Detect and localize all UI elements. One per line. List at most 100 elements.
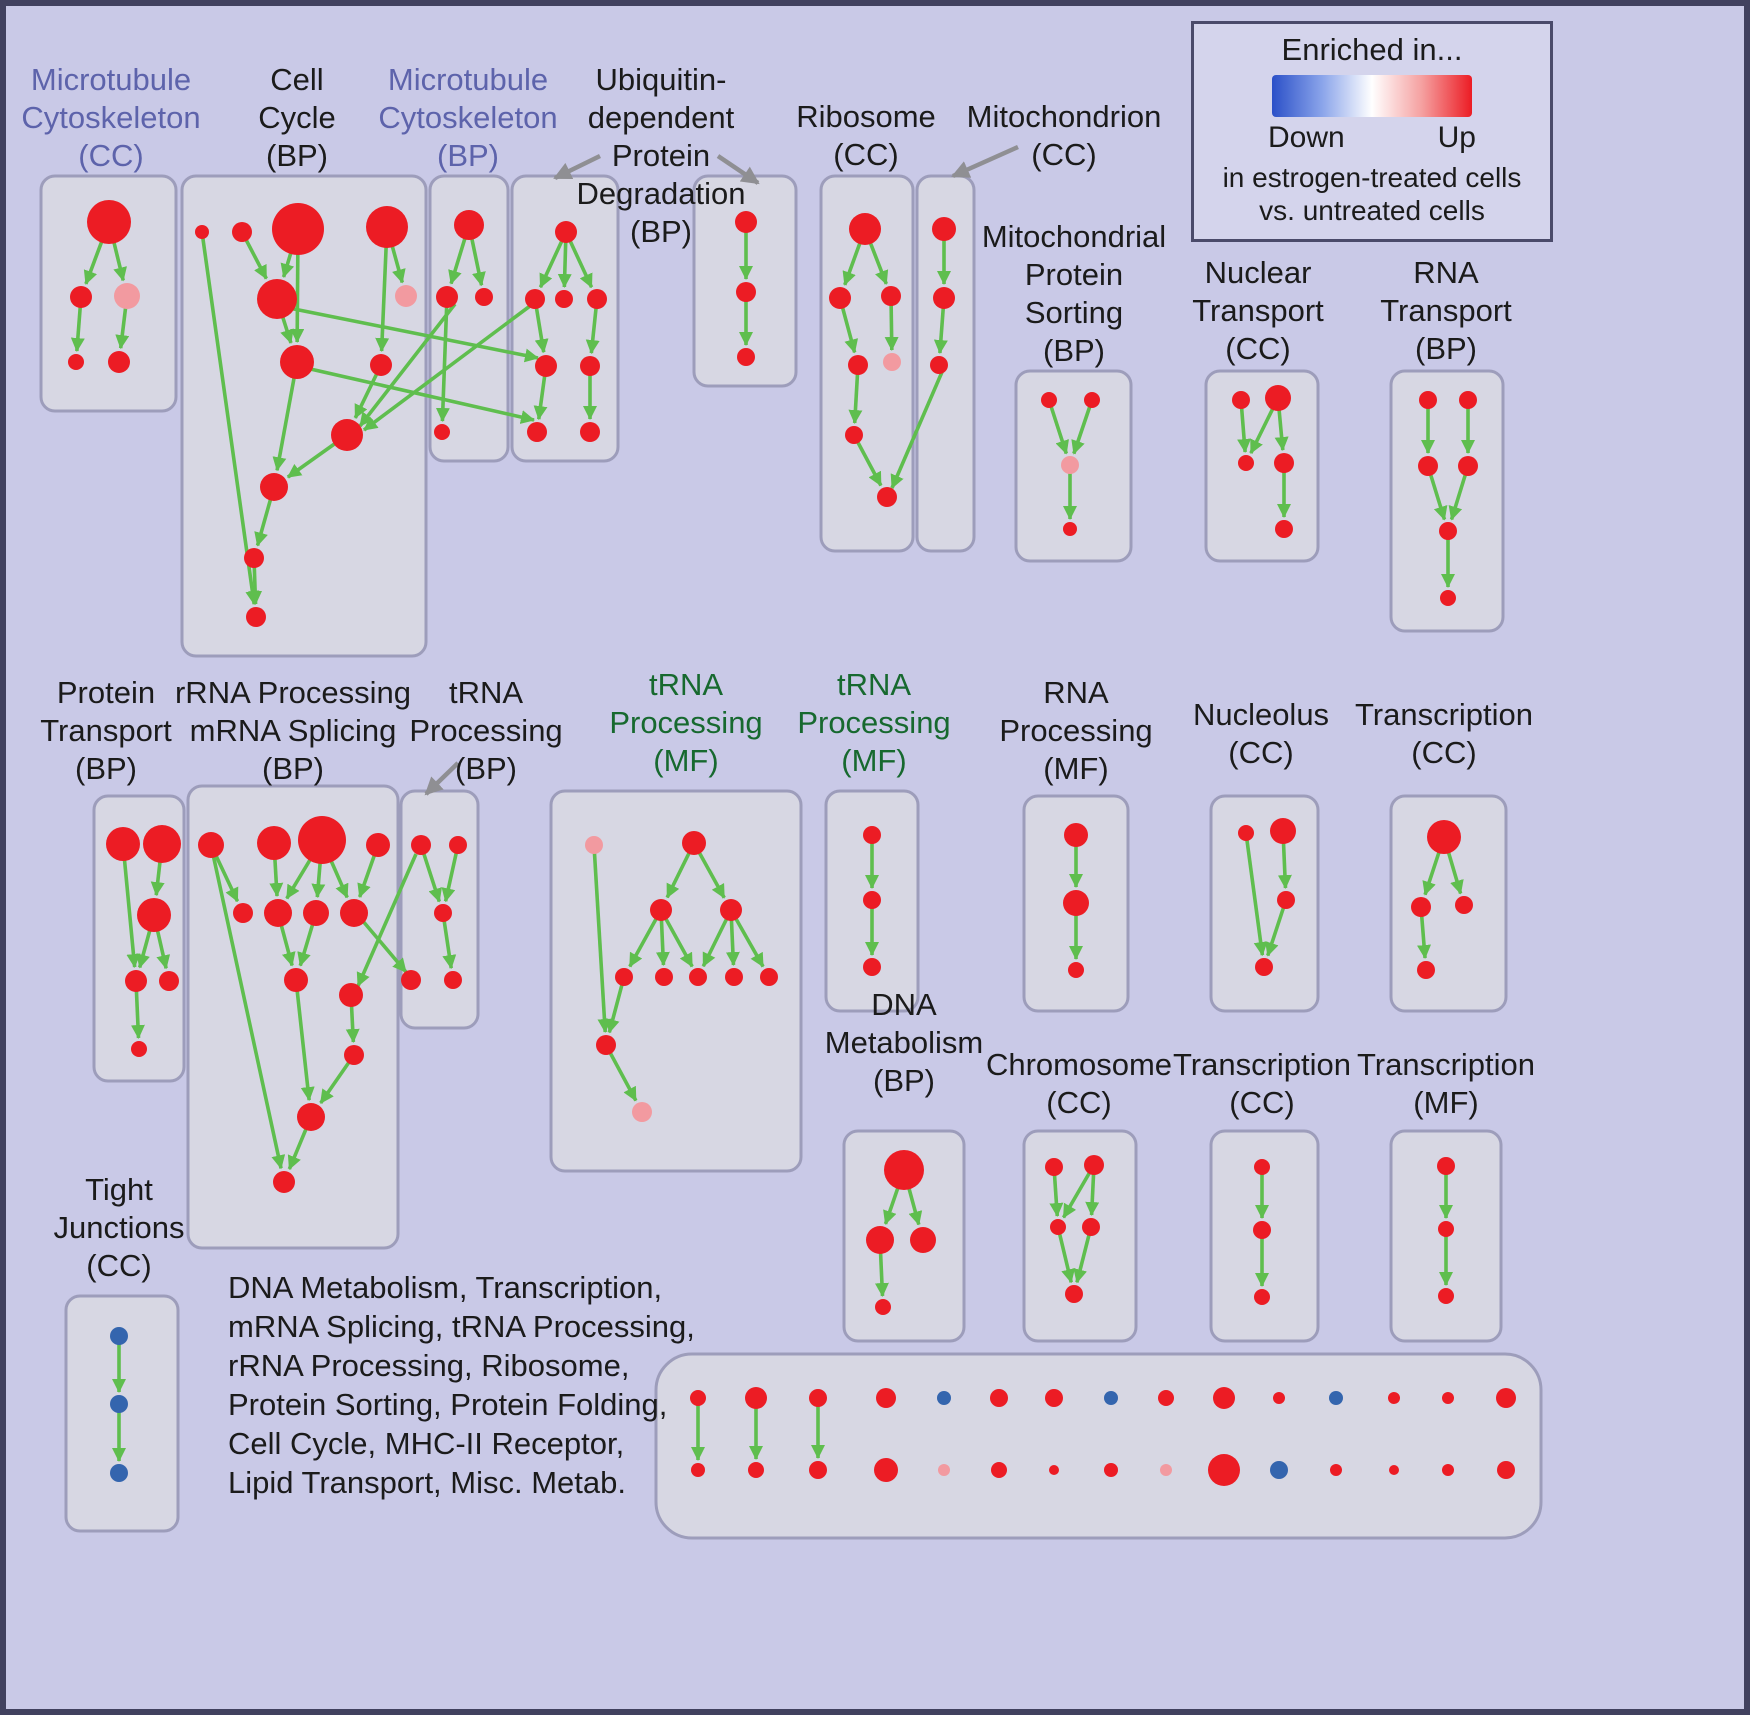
label-chromosome-cc: Chromosome(CC) — [986, 1046, 1172, 1122]
gene-node-red — [1068, 962, 1084, 978]
gene-node-blue — [110, 1327, 128, 1345]
gene-node-pink — [883, 353, 901, 371]
gene-node-red — [809, 1389, 827, 1407]
edge-arrow — [604, 1044, 638, 1102]
gene-node-red — [1389, 1465, 1399, 1475]
gene-node-red — [1045, 1389, 1063, 1407]
label-line: Nuclear — [1204, 255, 1312, 290]
edge-arrow — [1073, 1226, 1093, 1284]
gene-node-red — [1041, 392, 1057, 408]
network-diagram — [39, 144, 1543, 1540]
label-line: (MF) — [1413, 1085, 1479, 1120]
label-ribosome-cc: Ribosome(CC) — [796, 98, 936, 174]
gene-node-red — [1265, 385, 1291, 411]
gene-node-red — [735, 211, 757, 233]
gene-node-red — [555, 221, 577, 243]
gene-node-red — [580, 422, 600, 442]
gene-node-red — [525, 289, 545, 309]
gene-node-red — [1065, 1285, 1083, 1303]
label-line: (CC) — [78, 138, 144, 173]
label-line: Protein — [611, 138, 711, 173]
gene-node-red — [845, 426, 863, 444]
gene-node-red — [257, 279, 297, 319]
gene-node-red — [1254, 1289, 1270, 1305]
gene-node-red — [366, 206, 408, 248]
gene-node-red — [449, 836, 467, 854]
label-line: tRNA — [448, 675, 524, 710]
gene-node-red — [1063, 890, 1089, 916]
gene-node-red — [1049, 1465, 1059, 1475]
label-line: (BP) — [630, 214, 692, 249]
label-line: Metabolism — [824, 1025, 984, 1060]
label-line: (BP) — [262, 751, 324, 786]
label-line: Processing — [609, 705, 763, 740]
gene-node-red — [68, 354, 84, 370]
gene-node-red — [131, 1041, 147, 1057]
edge-arrow — [1047, 399, 1069, 455]
gene-node-red — [866, 1226, 894, 1254]
legend-down-label: Down — [1268, 121, 1345, 154]
gene-node-red — [809, 1461, 827, 1479]
gene-node-red — [1418, 456, 1438, 476]
label-line: Cycle — [258, 100, 336, 135]
edge-arrow — [592, 844, 612, 1034]
label-line: Protein — [1024, 257, 1124, 292]
edge-arrow — [362, 304, 532, 432]
gene-node-red — [1442, 1464, 1454, 1476]
gene-node-red — [848, 355, 868, 375]
gene-node-red — [1277, 891, 1295, 909]
gene-node-red — [1238, 825, 1254, 841]
gene-node-red — [1158, 1390, 1174, 1406]
gene-node-red — [1442, 1392, 1454, 1404]
gene-node-red — [339, 983, 363, 1007]
gene-node-red — [260, 473, 288, 501]
label-line: (MF) — [1043, 751, 1109, 786]
group-box-tight-junctions-cc — [64, 1294, 180, 1533]
label-line: Ubiquitin- — [595, 62, 727, 97]
edge-arrow — [356, 853, 418, 987]
label-line: (CC) — [86, 1248, 152, 1283]
gene-node-red — [736, 282, 756, 302]
gene-node-red — [884, 1150, 924, 1190]
group-box-trna-processing-mf-1 — [549, 789, 803, 1173]
gene-node-red — [596, 1035, 616, 1055]
gene-node-blue — [1270, 1461, 1288, 1479]
group-box-microtubule-cytoskeleton-bp — [428, 174, 510, 463]
gene-node-red — [1084, 392, 1100, 408]
gene-node-red — [650, 899, 672, 921]
group-box-nuclear-transport-cc — [1204, 369, 1320, 563]
gene-node-red — [1455, 896, 1473, 914]
gene-node-red — [1064, 823, 1088, 847]
gene-node-red — [555, 290, 573, 308]
group-box-misc-clusters — [654, 1352, 1543, 1540]
gene-node-red — [108, 351, 130, 373]
gene-node-red — [1458, 456, 1478, 476]
edge-arrow — [200, 231, 260, 606]
gene-node-red — [1411, 897, 1431, 917]
gene-node-red — [125, 970, 147, 992]
gene-node-red — [849, 213, 881, 245]
gene-node-blue — [110, 1395, 128, 1413]
gene-node-red — [930, 356, 948, 374]
gene-node-red — [434, 904, 452, 922]
gene-node-red — [1330, 1464, 1342, 1476]
gene-node-red — [366, 833, 390, 857]
label-line: (CC) — [833, 137, 899, 172]
gene-node-red — [1232, 391, 1250, 409]
label-line: (CC) — [1411, 735, 1477, 770]
gene-node-red — [284, 968, 308, 992]
gene-node-red — [344, 1045, 364, 1065]
group-box-chromosome-cc — [1022, 1129, 1138, 1343]
gene-node-red — [475, 288, 493, 306]
gene-node-pink — [1160, 1464, 1172, 1476]
label-line: (BP) — [74, 751, 137, 786]
gene-node-red — [264, 899, 292, 927]
gene-node-red — [370, 354, 392, 376]
gene-node-red — [1254, 1159, 1270, 1175]
label-line: (BP) — [437, 138, 499, 173]
gene-node-red — [1497, 1461, 1515, 1479]
